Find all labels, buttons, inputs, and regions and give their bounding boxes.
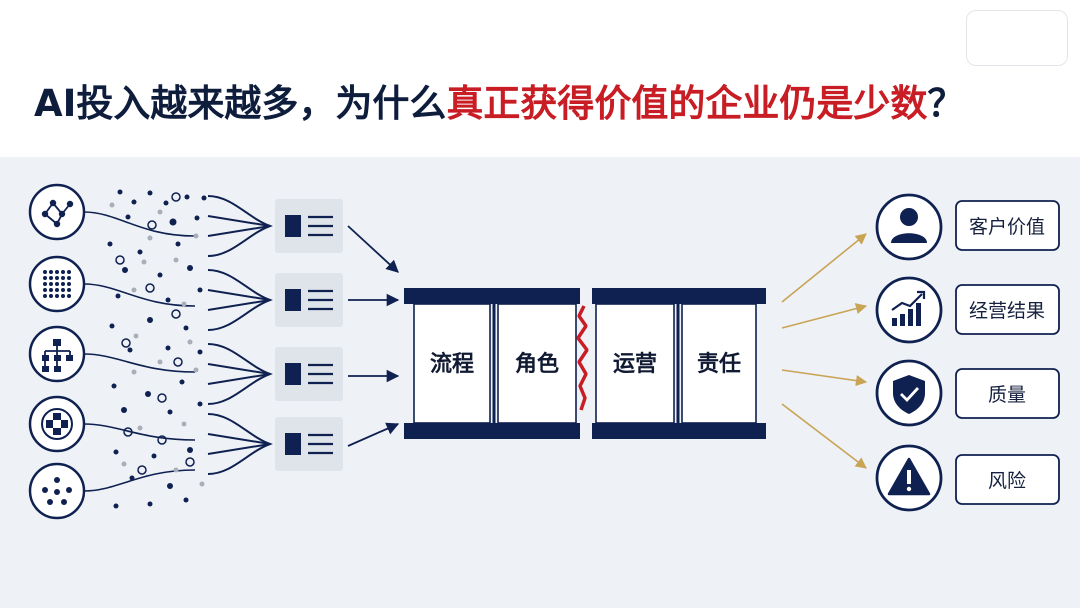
title-part1: AI投入越来越多，为什么 bbox=[34, 82, 447, 125]
bridge-cell bbox=[681, 303, 757, 424]
document-list-icon bbox=[275, 347, 343, 401]
outcome-icon-column bbox=[875, 193, 943, 512]
network-nodes-icon bbox=[28, 183, 86, 241]
bridge-cell-label-3: 运营 bbox=[613, 352, 657, 377]
transformation-diagram: 流程 角色 运营 责任 bbox=[28, 183, 1060, 520]
bridge-cell bbox=[595, 303, 675, 424]
outcome-pill bbox=[955, 368, 1060, 419]
crack-mark bbox=[576, 305, 589, 411]
outcome-label-customer-value: 客户价值 bbox=[969, 216, 1045, 238]
warning-icon bbox=[875, 444, 943, 512]
bridge-cell-label-1: 流程 bbox=[430, 351, 474, 377]
bridge-cell-label-2: 角色 bbox=[515, 351, 559, 377]
output-arrow bbox=[781, 403, 867, 469]
outcome-label-risk: 风险 bbox=[988, 470, 1026, 492]
corner-placeholder-box bbox=[966, 10, 1068, 66]
bridge-cell-label-4: 责任 bbox=[697, 351, 741, 377]
data-particles bbox=[107, 189, 207, 509]
target-cross-icon bbox=[28, 395, 86, 453]
outcome-label-quality: 质量 bbox=[988, 384, 1026, 406]
input-arrow bbox=[347, 225, 399, 273]
outcome-pill bbox=[955, 200, 1060, 251]
output-arrows bbox=[781, 233, 868, 469]
page-title: AI投入越来越多，为什么真正获得价值的企业仍是少数？ bbox=[34, 74, 964, 134]
scatter-cluster-icon bbox=[28, 462, 86, 520]
outcome-pill bbox=[955, 454, 1060, 505]
shield-check-icon bbox=[875, 359, 943, 427]
header: AI投入越来越多，为什么真正获得价值的企业仍是少数？ bbox=[0, 0, 1080, 157]
org-chart-icon bbox=[28, 325, 86, 383]
input-arrow bbox=[347, 422, 400, 447]
input-arrows bbox=[347, 225, 400, 447]
document-list-icon bbox=[275, 199, 343, 253]
growth-chart-icon bbox=[875, 276, 943, 344]
document-list-icon bbox=[275, 273, 343, 327]
person-icon bbox=[875, 193, 943, 261]
bridge-cell bbox=[497, 303, 577, 424]
broken-bridge: 流程 角色 运营 责任 bbox=[404, 288, 766, 439]
title-highlight: 真正获得价值的企业仍是少数 bbox=[446, 82, 928, 125]
dot-grid-icon bbox=[28, 255, 86, 313]
bridge-cell bbox=[413, 303, 491, 424]
icon-connectors bbox=[83, 211, 196, 492]
outcome-label-column: 客户价值 经营结果 质量 风险 bbox=[955, 200, 1060, 505]
document-list-icon bbox=[275, 417, 343, 471]
output-arrow bbox=[781, 369, 868, 387]
output-arrow bbox=[781, 303, 868, 329]
output-arrow bbox=[781, 233, 867, 303]
left-icon-column bbox=[28, 183, 86, 520]
document-column bbox=[275, 199, 343, 471]
title-part2: ？ bbox=[927, 82, 965, 125]
funnel-lines bbox=[207, 195, 273, 475]
outcome-pill bbox=[955, 284, 1060, 335]
outcome-label-business-results: 经营结果 bbox=[969, 300, 1045, 322]
